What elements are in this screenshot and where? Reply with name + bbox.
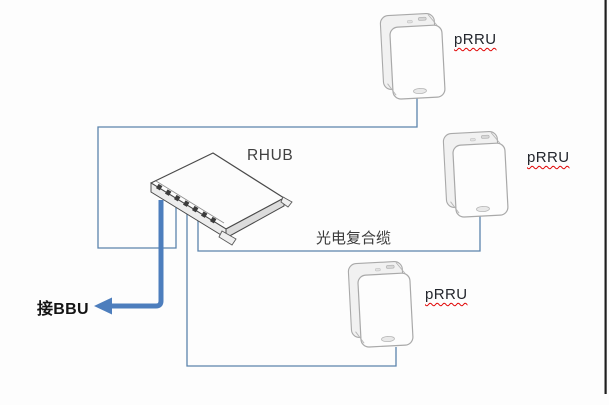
prru-top-device [379,12,446,101]
rhub-label: RHUB [247,147,294,164]
cable-rhub-to-prru-bottom [186,213,397,367]
bbu-arrow [94,200,164,315]
rhub-ports [155,183,217,224]
prru-middle-device [442,130,509,219]
prru-middle-label: pRRU [527,149,570,166]
rhub-device [150,152,293,246]
cable-label: 光电复合缆 [316,230,392,247]
bbu-label: 接BBU [37,301,89,318]
prru-bottom-label: pRRU [425,286,468,303]
prru-bottom-device [347,260,414,349]
page-edge-line [604,0,607,394]
prru-top-label: pRRU [454,31,497,48]
cable-rhub-to-prru-top [97,98,418,249]
cable-rhub-to-prru-middle [197,215,481,252]
